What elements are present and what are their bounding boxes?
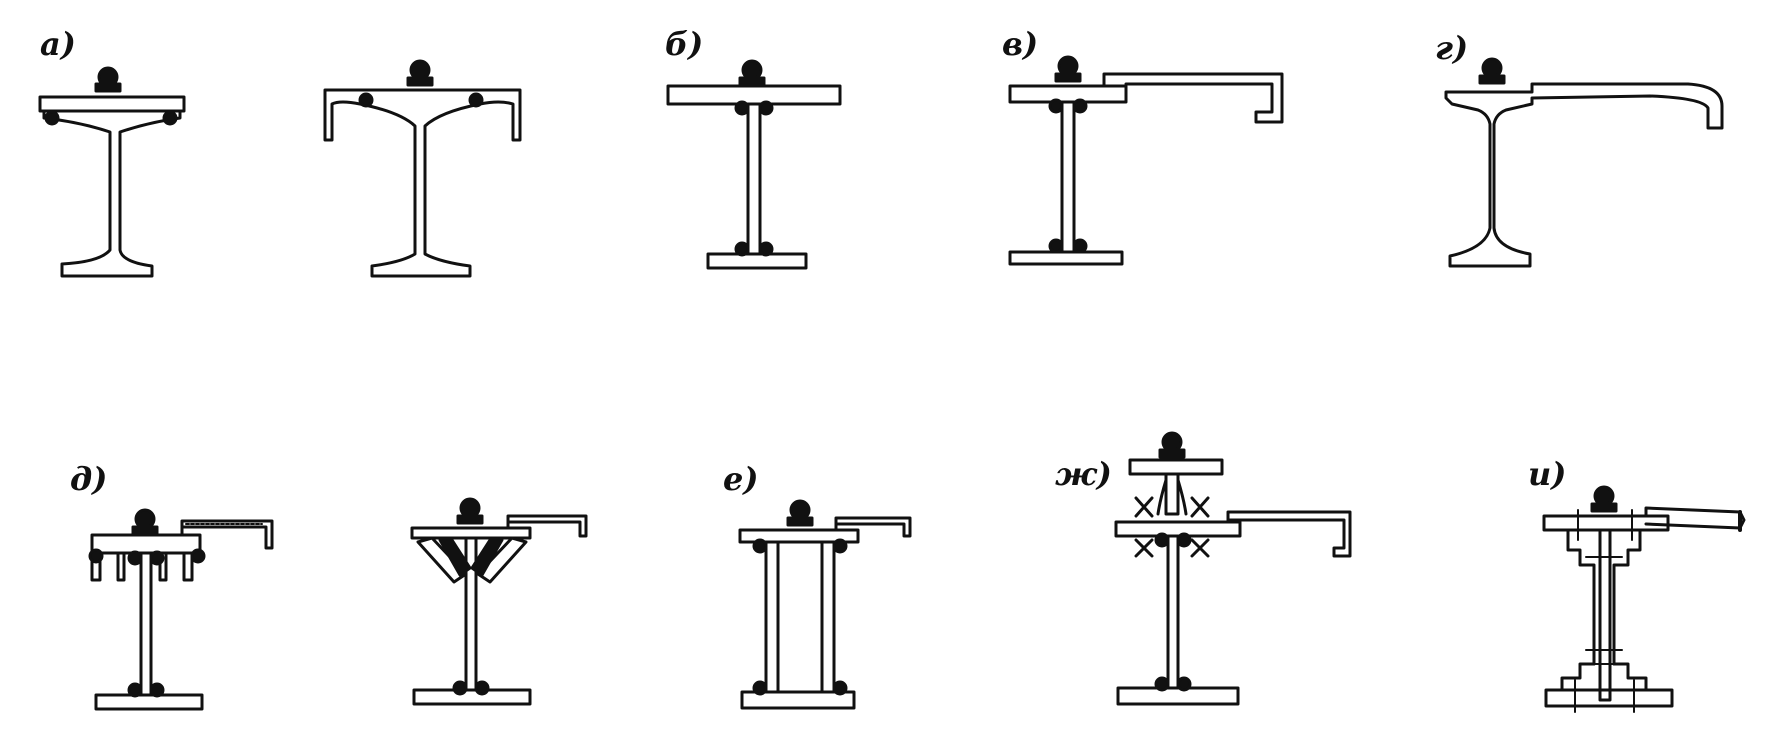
rail-icon	[1593, 485, 1615, 507]
label-zh: ж)	[1055, 455, 1112, 493]
label-i: и)	[1528, 455, 1567, 493]
section-e-box-girder	[738, 499, 912, 710]
label-e: е)	[723, 460, 759, 498]
rail-icon	[1161, 431, 1183, 453]
rail-icon	[789, 499, 811, 521]
section-v-girder-with-brake-platform	[1008, 55, 1284, 266]
section-zh-girder-with-split-tee	[1114, 431, 1352, 706]
section-a-beam-with-channel-cap	[323, 59, 522, 278]
section-a-rolled-beam-with-plate	[38, 66, 186, 278]
section-d-girder-with-channels	[88, 508, 274, 711]
label-g: г)	[1435, 29, 1469, 67]
section-d-girder-with-struts	[410, 497, 588, 706]
rail-icon	[1057, 55, 1079, 77]
label-d: д)	[70, 460, 108, 498]
section-g-rolled-beam-with-brake-sheet	[1444, 57, 1724, 268]
rail-icon	[1481, 57, 1503, 79]
rail-icon	[459, 497, 481, 519]
label-a: а)	[40, 25, 76, 63]
rail-icon	[741, 59, 763, 81]
rail-icon	[409, 59, 431, 81]
section-b-welded-girder	[666, 59, 842, 270]
label-b: б)	[665, 25, 704, 63]
rail-icon	[134, 508, 156, 530]
label-v: в)	[1002, 25, 1039, 63]
section-i-riveted-girder	[1542, 485, 1746, 713]
